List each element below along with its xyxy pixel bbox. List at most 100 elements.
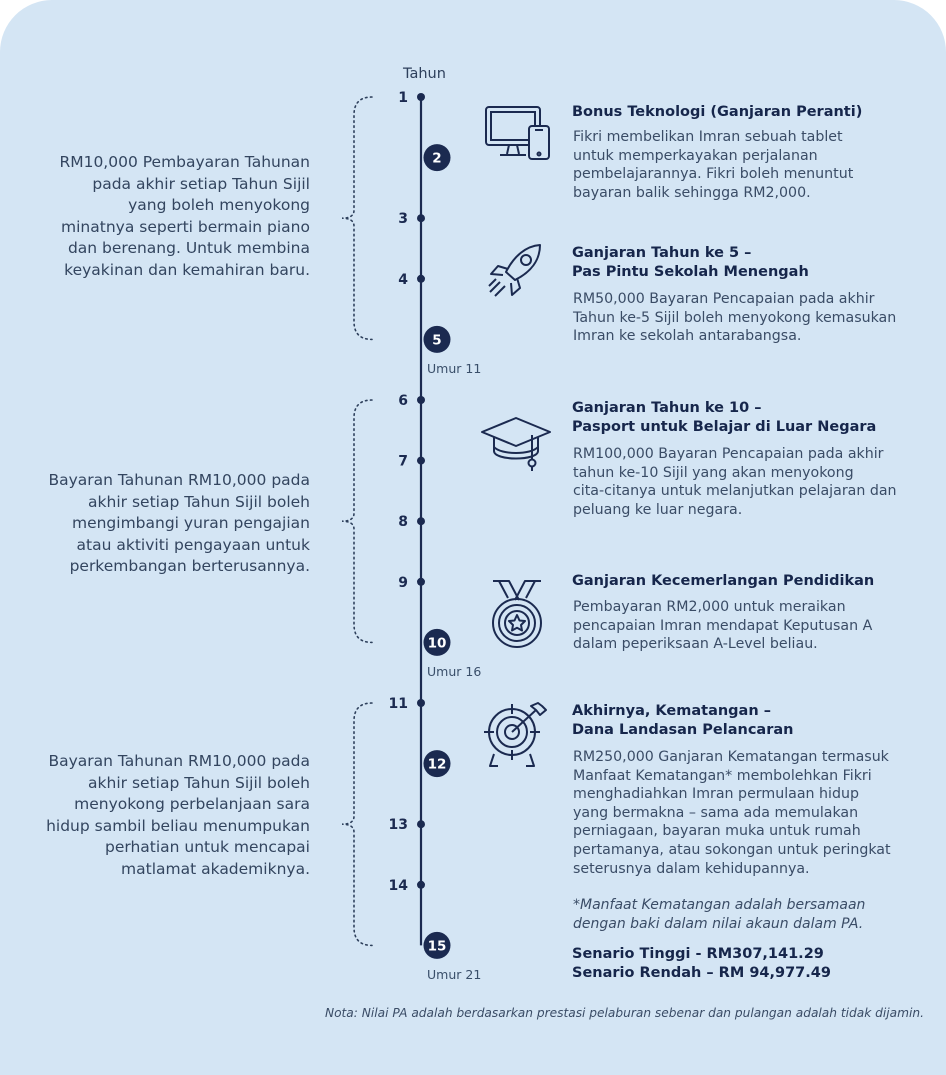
item-desc-line: pencapaian Imran mendapat Keputusan A: [573, 617, 873, 634]
left-block-line: minatnya seperti bermain piano: [61, 217, 310, 236]
left-block-line: hidup sambil beliau menumpukan: [46, 816, 310, 835]
year-badge-15: [423, 931, 451, 959]
item-title-tech-bonus: Bonus Teknologi (Ganjaran Peranti): [572, 103, 862, 122]
item-title-line: Ganjaran Tahun ke 10 –: [572, 400, 762, 416]
year-label-14: 14: [389, 878, 409, 894]
item-title-year5: Ganjaran Tahun ke 5 – Pas Pintu Sekolah …: [572, 244, 809, 282]
year-label-13: 13: [389, 817, 408, 833]
item-desc-line: Fikri membelikan Imran sebuah tablet: [573, 129, 843, 145]
item-title-line: Pas Pintu Sekolah Menengah: [572, 264, 809, 280]
year-badge-10: [423, 628, 451, 656]
item-title-maturity: Akhirnya, Kematangan – Dana Landasan Pel…: [572, 702, 793, 740]
axis-label: Tahun: [403, 66, 446, 82]
year-dot-8: [417, 517, 425, 526]
item-desc-line: RM100,000 Bayaran Pencapaian pada akhir: [573, 446, 884, 462]
item-desc-line: Imran ke sekolah antarabangsa.: [573, 328, 802, 345]
item-title-line: Ganjaran Tahun ke 5 –: [572, 245, 752, 261]
year-badge-12: [423, 750, 451, 778]
item-title-line: Ganjaran Kecemerlangan Pendidikan: [572, 573, 875, 589]
year-badge-5: [423, 325, 451, 353]
year-dot-6: [417, 396, 425, 404]
left-block-line: perkembangan berterusannya.: [69, 557, 310, 575]
item-desc-line: Tahun ke-5 Sijil boleh menyokong kemasuk…: [573, 309, 897, 326]
item-desc-line: Pembayaran RM2,000 untuk meraikan: [573, 599, 846, 615]
year-dot-9: [417, 577, 425, 586]
item-desc-excellence: Pembayaran RM2,000 untuk meraikan pencap…: [573, 598, 933, 654]
age-label-21: Umur 21: [427, 967, 482, 982]
left-block-line: Bayaran Tahunan RM10,000 pada: [48, 752, 310, 770]
item-title-excellence: Ganjaran Kecemerlangan Pendidikan: [572, 572, 874, 591]
year-label-12: 12: [428, 757, 447, 773]
left-block-line: menyokong perbelanjaan sara: [74, 795, 310, 813]
item-desc-line: dalam peperiksaan A-Level beliau.: [573, 636, 818, 653]
year-label-4: 4: [398, 272, 408, 288]
left-block-line: mengimbangi yuran pengajian: [71, 514, 310, 532]
item-title-year10: Ganjaran Tahun ke 10 – Pasport untuk Bel…: [572, 399, 876, 437]
year-label-7: 7: [398, 454, 408, 470]
left-block-2: Bayaran Tahunan RM10,000 pada akhir seti…: [20, 470, 310, 578]
item-desc-line: seterusnya dalam kehidupannya.: [573, 860, 810, 877]
left-block-line: dan berenang. Untuk membina: [67, 239, 310, 257]
item-desc-year10: RM100,000 Bayaran Pencapaian pada akhir …: [573, 445, 933, 519]
year-label-10: 10: [428, 635, 447, 651]
left-block-line: pada akhir setiap Tahun Sijil: [92, 174, 310, 193]
year-dot-7: [417, 456, 425, 465]
item-desc-line: yang bermakna – sama ada memulakan: [573, 804, 859, 821]
item-desc-line: untuk memperkayakan perjalanan: [573, 147, 818, 164]
item-desc-line: pembelajarannya. Fikri boleh menuntut: [573, 166, 854, 183]
note-line: *Manfaat Kematangan adalah bersamaan: [573, 897, 866, 913]
note-line: dengan baki dalam nilai akaun dalam PA.: [573, 915, 864, 932]
year-label-11: 11: [389, 696, 408, 712]
item-desc-year5: RM50,000 Bayaran Pencapaian pada akhir T…: [573, 290, 933, 346]
item-desc-line: Manfaat Kematangan* membolehkan Fikri: [573, 767, 872, 784]
left-block-1: RM10,000 Pembayaran Tahunan pada akhir s…: [20, 152, 310, 281]
brace-years-11-15: [341, 702, 373, 947]
item-title-line: Pasport untuk Belajar di Luar Negara: [572, 419, 877, 435]
item-desc-line: perniagaan, bayaran muka untuk rumah: [573, 823, 861, 840]
left-block-line: akhir setiap Tahun Sijil boleh: [88, 492, 310, 511]
left-block-line: RM10,000 Pembayaran Tahunan: [59, 153, 310, 171]
graduation-cap-icon: [479, 413, 553, 475]
item-desc-line: tahun ke-10 Sijil yang akan menyokong: [573, 464, 854, 481]
year-label-9: 9: [398, 575, 408, 591]
age-label-11: Umur 11: [427, 361, 482, 376]
left-block-3: Bayaran Tahunan RM10,000 pada akhir seti…: [20, 751, 310, 880]
year-label-1: 1: [398, 90, 408, 106]
year-dot-11: [417, 699, 425, 707]
scenario-low: Senario Rendah – RM 94,977.49: [572, 965, 831, 981]
year-label-3: 3: [398, 211, 408, 227]
age-label-16: Umur 16: [427, 664, 482, 679]
year-label-5: 5: [432, 332, 441, 348]
item-desc-tech-bonus: Fikri membelikan Imran sebuah tablet unt…: [573, 128, 933, 202]
left-block-line: perhatian untuk mencapai: [104, 838, 310, 856]
left-block-line: matlamat akademiknya.: [121, 859, 310, 878]
devices-icon: [483, 104, 553, 164]
year-dot-1: [417, 93, 425, 101]
item-desc-line: bayaran balik sehingga RM2,000.: [573, 184, 811, 201]
left-block-line: Bayaran Tahunan RM10,000 pada: [48, 471, 310, 489]
year-dot-14: [417, 880, 425, 889]
item-desc-maturity: RM250,000 Ganjaran Kematangan termasuk M…: [573, 748, 933, 878]
year-dot-13: [417, 820, 425, 829]
year-dot-3: [417, 214, 425, 223]
scenario-high: Senario Tinggi - RM307,141.29: [572, 946, 824, 962]
item-title-line: Bonus Teknologi (Ganjaran Peranti): [572, 104, 863, 120]
year-badge-2: [423, 144, 451, 172]
left-block-line: yang boleh menyokong: [128, 196, 310, 214]
left-block-line: keyakinan dan kemahiran baru.: [64, 260, 310, 279]
year-label-2: 2: [432, 151, 441, 167]
target-icon: [484, 702, 552, 770]
brace-years-1-5: [341, 96, 373, 341]
medal-icon: [488, 578, 546, 650]
item-desc-line: menghadiahkan Imran permulaan hidup: [573, 786, 859, 803]
left-block-line: atau aktiviti pengayaan untuk: [76, 535, 310, 554]
item-desc-line: pertamanya, atau sokongan untuk peringka…: [573, 841, 891, 858]
footnote: Nota: Nilai PA adalah berdasarkan presta…: [324, 1006, 924, 1020]
item-title-line: Akhirnya, Kematangan –: [572, 703, 771, 719]
year-dot-4: [417, 274, 425, 283]
year-label-6: 6: [398, 393, 408, 409]
item-desc-line: peluang ke luar negara.: [573, 501, 743, 518]
brace-years-6-10: [341, 399, 373, 644]
